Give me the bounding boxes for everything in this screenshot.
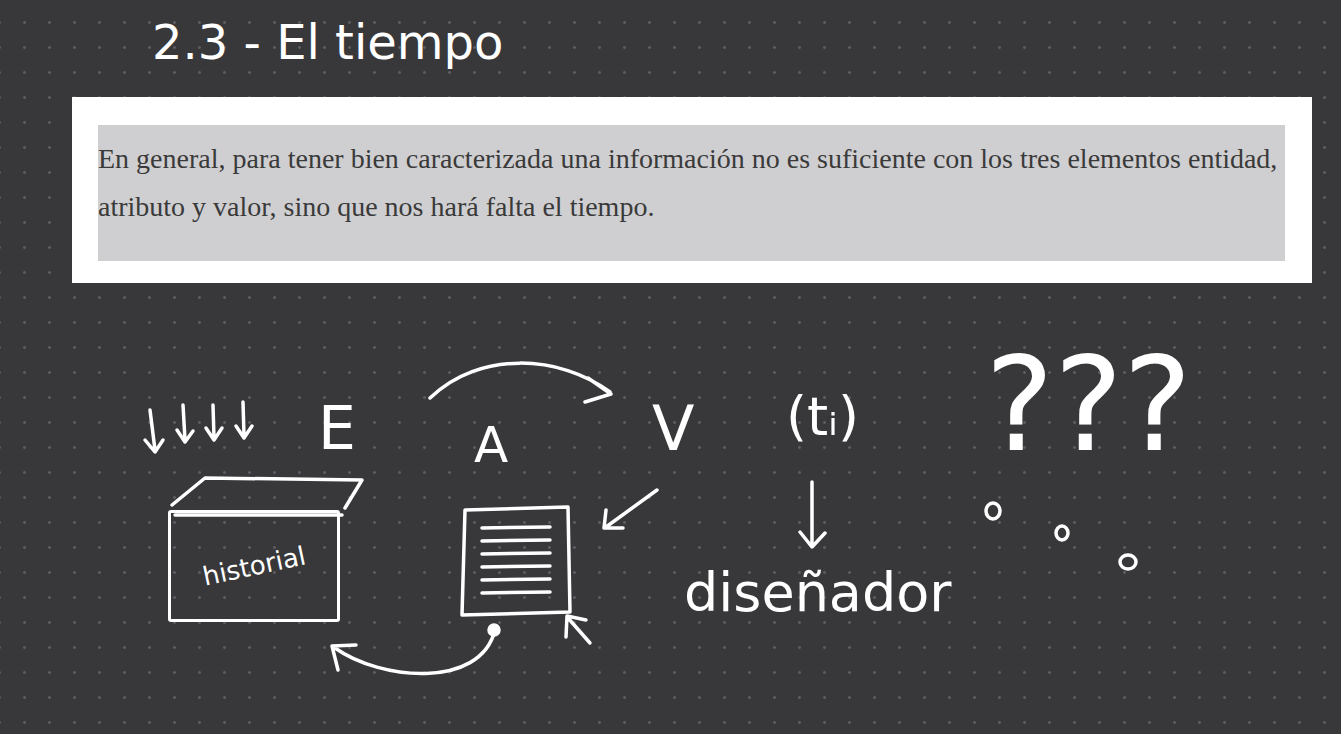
box-label: historial: [200, 540, 308, 591]
arrow: [566, 616, 590, 643]
handwritten-label: ???: [985, 340, 1192, 470]
curved-arrow: [430, 363, 611, 402]
text-box-fill: En general, para tener bien caracterizad…: [98, 125, 1285, 261]
document-icon: [462, 507, 570, 615]
paragraph: En general, para tener bien caracterizad…: [98, 135, 1285, 231]
handwritten-label: A: [474, 420, 508, 470]
arrow: [604, 490, 657, 528]
history-box: historial: [168, 510, 340, 622]
small-circle: [986, 503, 1000, 519]
title: 2.3 - El tiempo: [152, 18, 503, 66]
handwritten-label: E: [318, 398, 356, 458]
small-circle: [1056, 526, 1068, 540]
text-box: En general, para tener bien caracterizad…: [72, 97, 1312, 283]
handwritten-label: diseñador: [684, 566, 951, 620]
handwritten-label: V: [652, 398, 694, 460]
handwritten-label: (tᵢ): [786, 390, 859, 444]
curved-arrow: [332, 630, 495, 674]
arrow: [800, 482, 825, 547]
down-arrows: [145, 402, 252, 452]
small-circle: [1120, 555, 1136, 569]
